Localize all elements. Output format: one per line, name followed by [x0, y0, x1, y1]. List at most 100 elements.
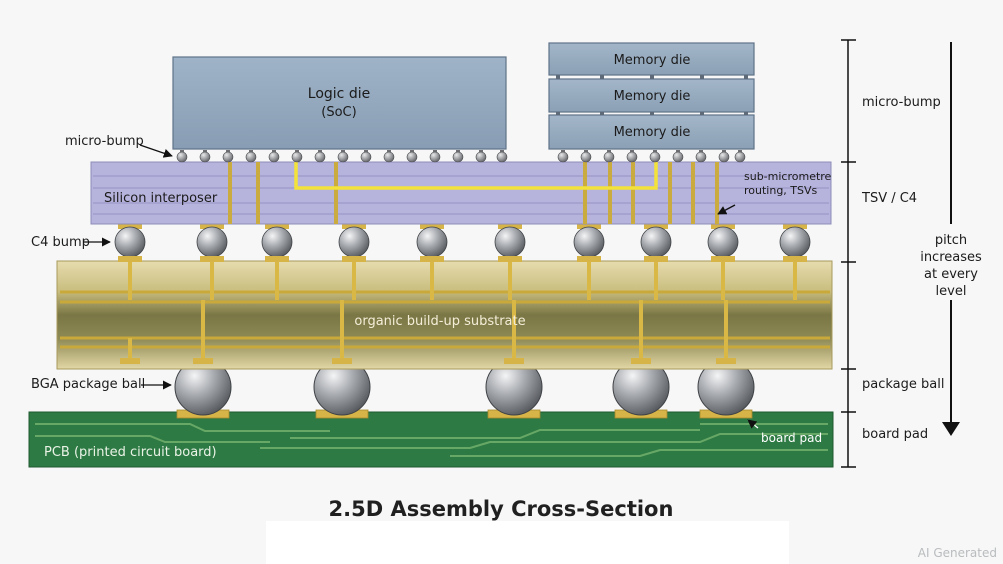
pcb-traces [35, 423, 828, 457]
scale-level-board-pad: board pad [862, 427, 928, 442]
pcb: PCB (printed circuit board) [28, 411, 834, 468]
substrate-planes [60, 290, 830, 349]
micro-bump-arrow [139, 144, 173, 158]
board-pad-callout: board pad [761, 431, 822, 445]
c4-bump [114, 226, 146, 258]
c4-pad-bottom [265, 256, 289, 262]
routing-arrow [717, 204, 736, 215]
logic-die-label: Logic die [308, 86, 370, 102]
c4-pad-top [420, 224, 444, 229]
scale-level-micro-bump: micro-bump [862, 95, 941, 110]
micro-bump [199, 151, 211, 163]
micro-bump [406, 151, 418, 163]
interposer-label: Silicon interposer [104, 191, 218, 206]
micro-bump [557, 151, 569, 163]
c4-pad-top [118, 224, 142, 229]
micro-bump [314, 151, 326, 163]
c4-pad-bottom [711, 256, 735, 262]
c4-pad-top [200, 224, 224, 229]
c4-pad-bottom [420, 256, 444, 262]
substrate-land [716, 358, 736, 364]
c4-pad-top [783, 224, 807, 229]
die-to-memory-route [294, 162, 658, 190]
c4-bump [779, 226, 811, 258]
substrate-land [193, 358, 213, 364]
micro-bump [429, 151, 441, 163]
c4-pad-bottom [644, 256, 668, 262]
c4-pad-bottom [498, 256, 522, 262]
scale-bracket: micro-bump TSV / C4 package ball board p… [841, 39, 944, 468]
routing-label-line1: sub-micrometre [744, 170, 832, 183]
memory-die-1 [548, 42, 755, 76]
micro-bump [176, 151, 188, 163]
c4-pad-bottom [118, 256, 142, 262]
logic-die-sublabel: (SoC) [321, 105, 356, 120]
c4-bump [196, 226, 228, 258]
board-pad-arrow [747, 419, 759, 429]
tsvs [228, 162, 719, 224]
micro-bump [626, 151, 638, 163]
micro-bump [718, 151, 730, 163]
c4-bump [707, 226, 739, 258]
micro-bump [360, 151, 372, 163]
c4-pad-top [711, 224, 735, 229]
pitch-note-line4: level [936, 284, 967, 299]
scale-level-package-ball: package ball [862, 377, 944, 392]
organic-substrate: organic build-up substrate [56, 260, 833, 370]
micro-bump [337, 151, 349, 163]
pitch-arrow: pitch increases at every level [920, 42, 982, 436]
micro-bump [496, 151, 508, 163]
memory-die-3-label: Memory die [614, 125, 691, 140]
c4-bump-callout: C4 bump [31, 235, 90, 250]
c4-pad-top [498, 224, 522, 229]
scale-level-tsv-c4: TSV / C4 [861, 191, 917, 206]
substrate-vias [120, 262, 797, 364]
micro-bump [695, 151, 707, 163]
micro-bump [268, 151, 280, 163]
c4-pad-bottom [342, 256, 366, 262]
bga-balls [174, 358, 755, 419]
micro-bump [475, 151, 487, 163]
pitch-note-line3: at every [924, 267, 978, 282]
micro-bump [734, 151, 746, 163]
c4-pad-bottom [577, 256, 601, 262]
c4-pad-top [577, 224, 601, 229]
micro-bump [672, 151, 684, 163]
c4-bump [261, 226, 293, 258]
left-callouts: micro-bump C4 bump BGA package ball boar… [31, 134, 822, 445]
substrate-label: organic build-up substrate [354, 314, 525, 329]
silicon-interposer: Silicon interposer sub-micrometre routin… [90, 161, 832, 225]
routing-label-line2: routing, TSVs [744, 184, 818, 197]
memory-die-1-label: Memory die [614, 53, 691, 68]
c4-bump [640, 226, 672, 258]
substrate-land [120, 358, 140, 364]
micro-bump [452, 151, 464, 163]
micro-bump [245, 151, 257, 163]
c4-bump [416, 226, 448, 258]
c4-pad-top [644, 224, 668, 229]
pitch-note-line1: pitch [935, 233, 967, 248]
micro-bump [603, 151, 615, 163]
logic-die: Logic die (SoC) [172, 56, 507, 150]
pcb-label: PCB (printed circuit board) [44, 445, 217, 460]
c4-bump [573, 226, 605, 258]
title-panel [266, 521, 789, 564]
c4-bump [338, 226, 370, 258]
micro-bump [383, 151, 395, 163]
c4-pad-bottom [783, 256, 807, 262]
micro-bump [222, 151, 234, 163]
memory-spacers [556, 75, 748, 115]
substrate-land [332, 358, 352, 364]
micro-bumps [176, 150, 746, 163]
memory-die-2-label: Memory die [614, 89, 691, 104]
c4-pad-top [265, 224, 289, 229]
pitch-arrow-head [942, 422, 960, 436]
diagram-title: 2.5D Assembly Cross-Section [329, 497, 674, 521]
micro-bump [291, 151, 303, 163]
micro-bump [649, 151, 661, 163]
substrate-land [631, 358, 651, 364]
c4-pad-top [342, 224, 366, 229]
micro-bump [580, 151, 592, 163]
